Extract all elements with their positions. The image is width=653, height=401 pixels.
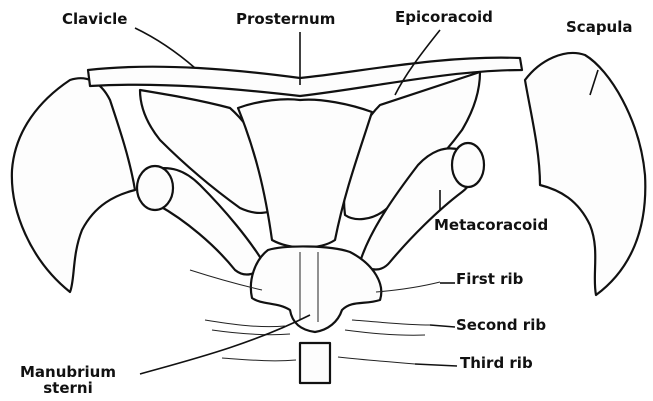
second-rib-right bbox=[352, 320, 430, 325]
label-scapula: Scapula bbox=[566, 20, 633, 36]
right-scapula bbox=[525, 53, 645, 295]
right-glenoid bbox=[452, 143, 484, 187]
label-clavicle: Clavicle bbox=[62, 12, 127, 28]
label-manubrium-line2: sterni bbox=[43, 379, 93, 397]
label-manubrium: Manubrium sterni bbox=[20, 365, 116, 397]
leader-third-rib bbox=[415, 364, 457, 366]
label-prosternum: Prosternum bbox=[236, 12, 335, 28]
first-rib-right bbox=[376, 282, 440, 292]
label-epicoracoid: Epicoracoid bbox=[395, 10, 493, 26]
label-second-rib: Second rib bbox=[456, 318, 546, 334]
leader-second-rib bbox=[430, 325, 455, 327]
prosternum-bone bbox=[238, 99, 372, 247]
left-glenoid bbox=[137, 166, 173, 210]
label-third-rib: Third rib bbox=[460, 356, 533, 372]
sternal-segment bbox=[300, 343, 330, 383]
manubrium-bone bbox=[251, 246, 381, 332]
leader-manubrium bbox=[140, 315, 310, 374]
third-rib-right bbox=[338, 357, 415, 364]
label-metacoracoid: Metacoracoid bbox=[434, 218, 548, 234]
third-rib-left bbox=[222, 358, 296, 361]
second-rib-left bbox=[205, 320, 285, 327]
leader-clavicle bbox=[135, 28, 195, 68]
label-first-rib: First rib bbox=[456, 272, 523, 288]
left-scapula bbox=[12, 78, 135, 292]
